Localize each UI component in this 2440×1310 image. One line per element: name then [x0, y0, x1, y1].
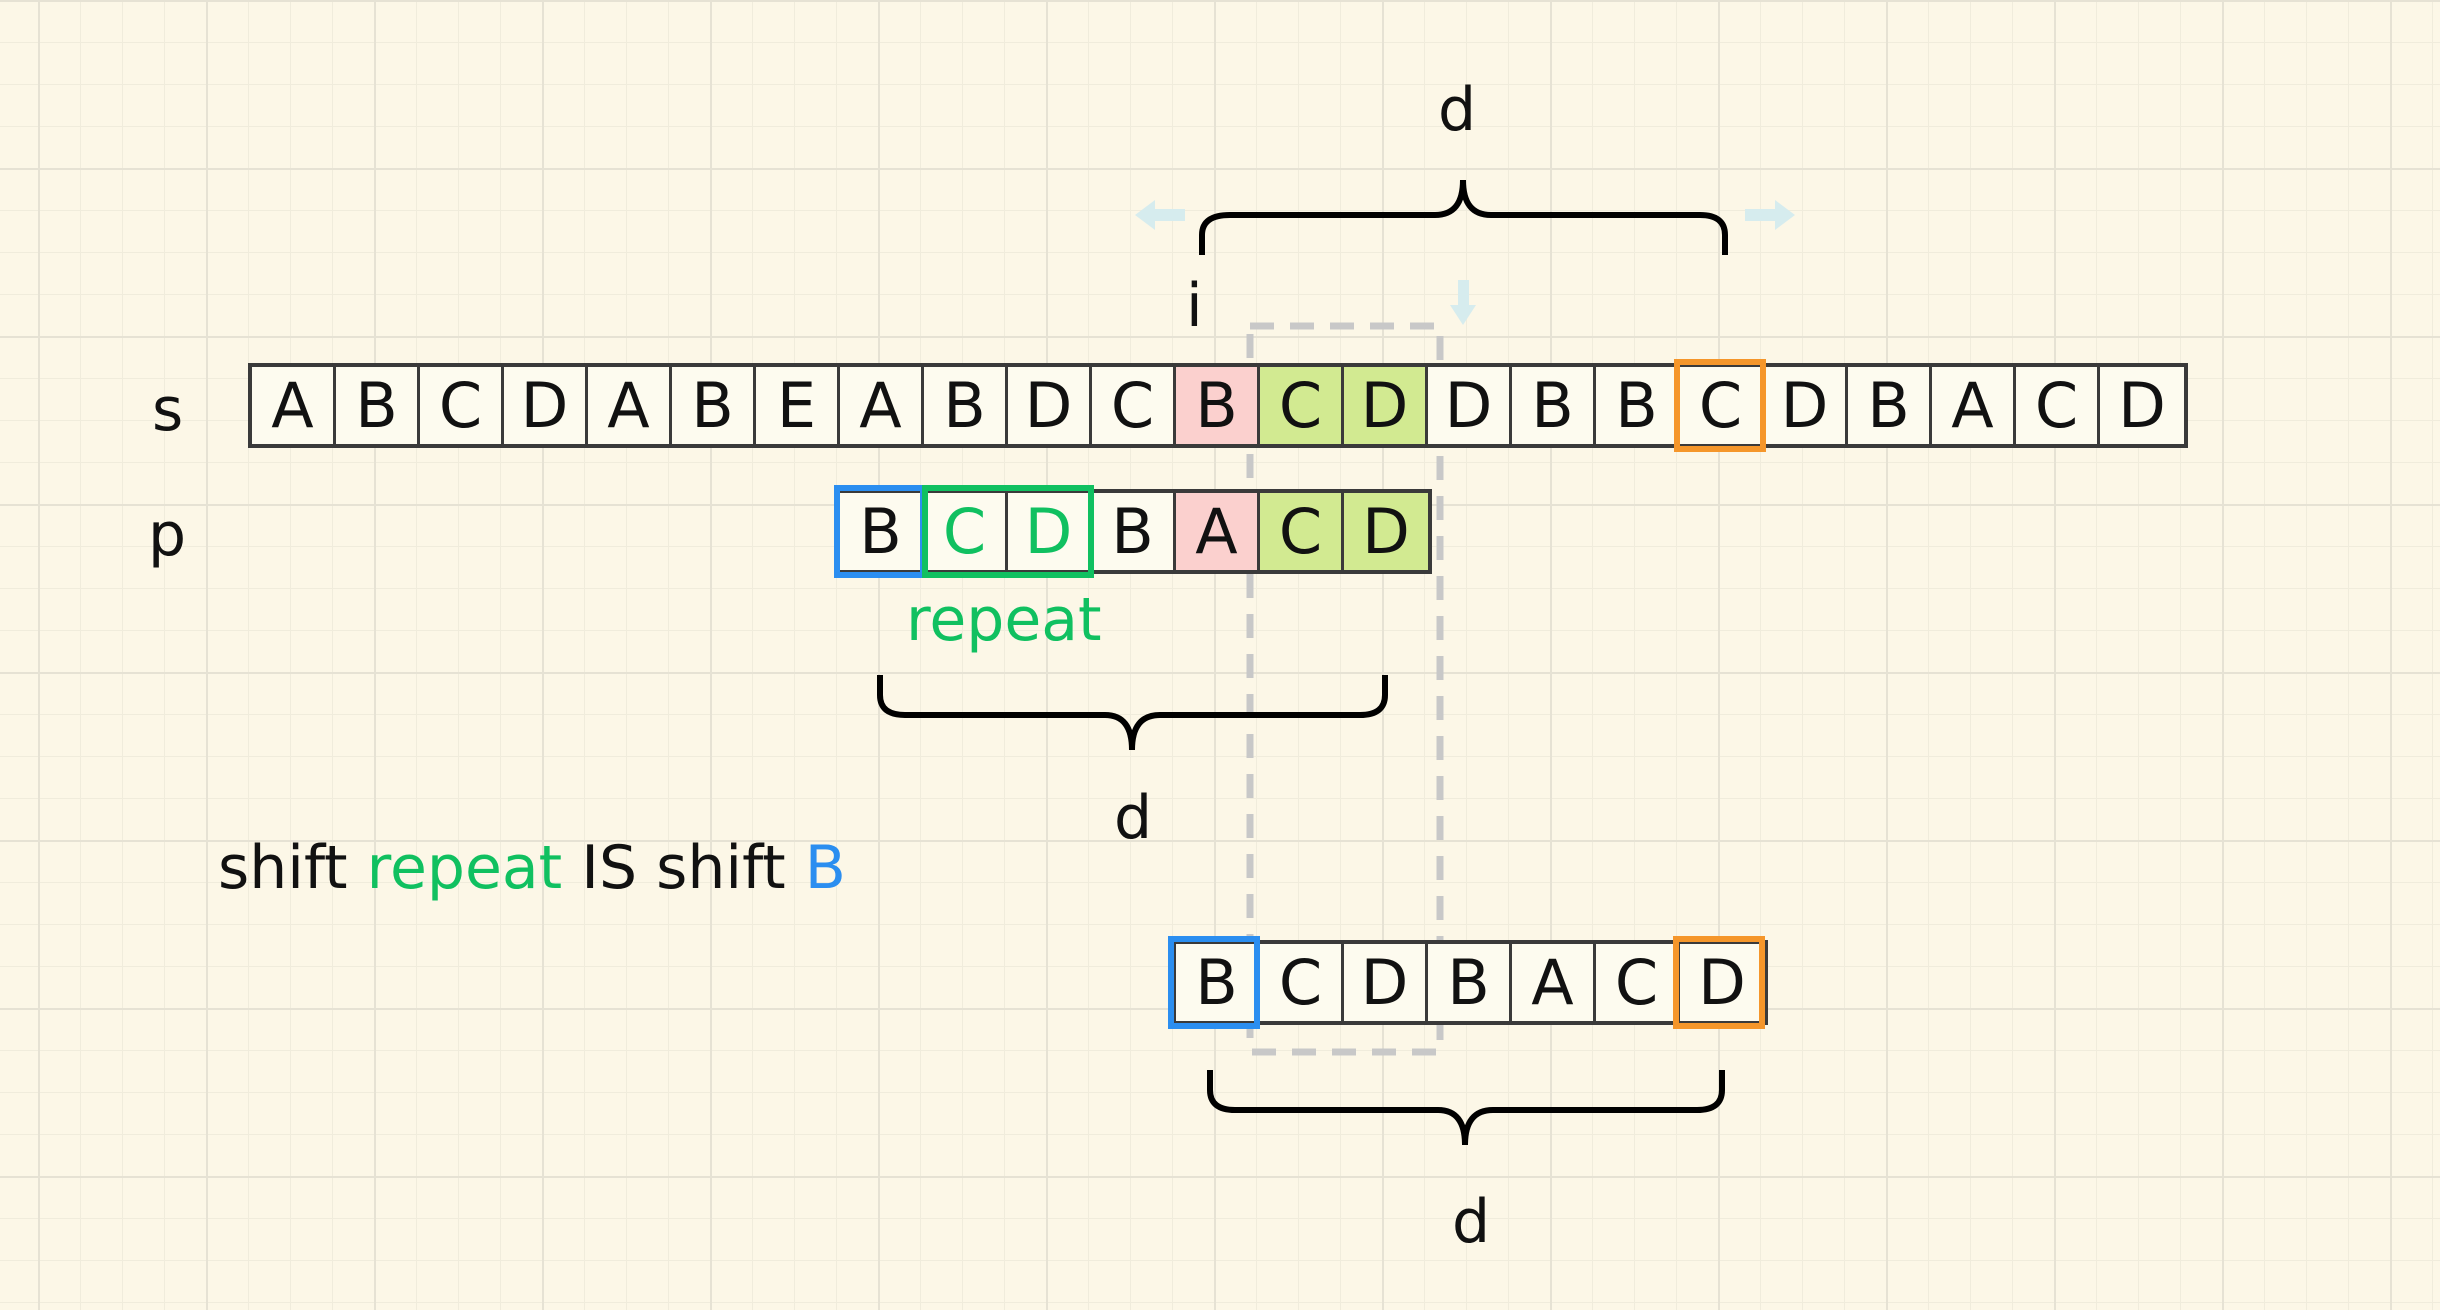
s-cell: B — [672, 367, 756, 444]
s-cell: A — [840, 367, 924, 444]
s-cell: B — [924, 367, 1008, 444]
label-repeat: repeat — [906, 585, 1102, 655]
s-cell: C — [1680, 367, 1764, 444]
p-cell: A — [1176, 493, 1260, 570]
s-cell: D — [504, 367, 588, 444]
shifted-cell: B — [1176, 944, 1260, 1021]
label-d-mid: d — [1114, 783, 1153, 853]
shifted-cell: A — [1512, 944, 1596, 1021]
label-p: p — [148, 500, 187, 570]
label-s: s — [152, 375, 184, 445]
s-cell: C — [420, 367, 504, 444]
middle-brace — [877, 675, 1388, 751]
caption: shift repeat IS shift B — [218, 838, 846, 898]
s-cell: B — [336, 367, 420, 444]
s-cell: B — [1512, 367, 1596, 444]
shifted-cell: C — [1596, 944, 1680, 1021]
s-cell: D — [1764, 367, 1848, 444]
p-cell: C — [924, 493, 1008, 570]
caption-repeat: repeat — [366, 833, 563, 903]
bottom-brace — [1207, 1070, 1725, 1146]
p-cell: D — [1344, 493, 1428, 570]
s-cell: A — [252, 367, 336, 444]
s-cell: D — [1008, 367, 1092, 444]
label-i: i — [1186, 271, 1203, 341]
s-cell: A — [588, 367, 672, 444]
s-cell: B — [1596, 367, 1680, 444]
caption-b: B — [804, 833, 846, 903]
p-cell: B — [1092, 493, 1176, 570]
label-d-bottom: d — [1452, 1187, 1491, 1257]
down-arrow-icon — [1450, 280, 1476, 325]
shifted-cell: C — [1260, 944, 1344, 1021]
s-cell: D — [1428, 367, 1512, 444]
s-cell: E — [756, 367, 840, 444]
shifted-cell: B — [1428, 944, 1512, 1021]
s-cell: C — [2016, 367, 2100, 444]
s-cell: C — [1260, 367, 1344, 444]
caption-part3: IS shift — [562, 833, 805, 903]
top-brace — [1199, 179, 1728, 255]
s-cell: D — [1344, 367, 1428, 444]
shifted-cell: D — [1344, 944, 1428, 1021]
s-cell: A — [1932, 367, 2016, 444]
s-cell: C — [1092, 367, 1176, 444]
left-arrow-icon — [1135, 200, 1185, 230]
caption-part1: shift — [218, 833, 367, 903]
s-cell: D — [2100, 367, 2184, 444]
label-d-top: d — [1438, 75, 1477, 145]
shifted-cell: D — [1680, 944, 1764, 1021]
right-arrow-icon — [1745, 200, 1795, 230]
p-cell: B — [840, 493, 924, 570]
p-cell: C — [1260, 493, 1344, 570]
s-cell: B — [1848, 367, 1932, 444]
dashed-window — [1246, 322, 1444, 1056]
s-cell: B — [1176, 367, 1260, 444]
p-cell: D — [1008, 493, 1092, 570]
